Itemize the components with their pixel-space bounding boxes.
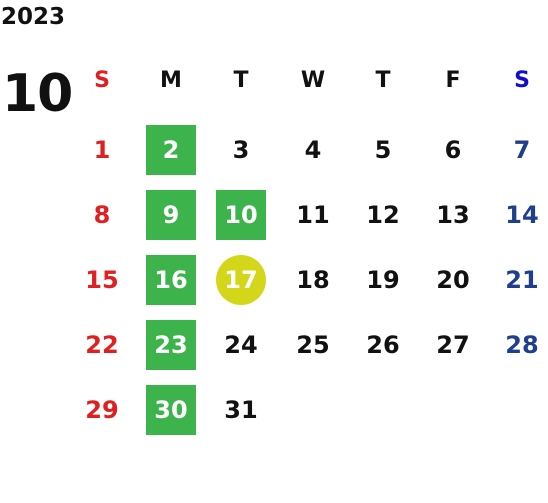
day-cell-29[interactable]: 29 <box>85 396 119 424</box>
day-cell-8[interactable]: 8 <box>93 201 111 229</box>
day-cell-15[interactable]: 15 <box>85 266 119 294</box>
day-cell-12[interactable]: 12 <box>366 201 400 229</box>
day-cell-23[interactable]: 23 <box>146 320 196 370</box>
month-label: 10 <box>2 64 73 124</box>
year-label: 2023 <box>1 4 66 30</box>
day-cell-20[interactable]: 20 <box>436 266 470 294</box>
day-cell-19[interactable]: 19 <box>366 266 400 294</box>
day-cell-14[interactable]: 14 <box>505 201 539 229</box>
weekday-header-wed: W <box>300 68 326 93</box>
day-cell-3[interactable]: 3 <box>232 136 250 164</box>
day-cell-30[interactable]: 30 <box>146 385 196 435</box>
day-cell-11[interactable]: 11 <box>296 201 330 229</box>
weekday-header-sun: S <box>94 68 110 93</box>
day-cell-16[interactable]: 16 <box>146 255 196 305</box>
day-cell-18[interactable]: 18 <box>296 266 330 294</box>
weekday-header-thu: T <box>375 68 391 93</box>
day-cell-7[interactable]: 7 <box>513 136 531 164</box>
day-cell-27[interactable]: 27 <box>436 331 470 359</box>
day-cell-28[interactable]: 28 <box>505 331 539 359</box>
day-cell-9[interactable]: 9 <box>146 190 196 240</box>
day-cell-2[interactable]: 2 <box>146 125 196 175</box>
day-cell-10[interactable]: 10 <box>216 190 266 240</box>
day-cell-5[interactable]: 5 <box>374 136 392 164</box>
weekday-header-fri: F <box>445 68 461 93</box>
day-cell-4[interactable]: 4 <box>304 136 322 164</box>
day-cell-6[interactable]: 6 <box>444 136 462 164</box>
day-cell-24[interactable]: 24 <box>224 331 258 359</box>
day-cell-22[interactable]: 22 <box>85 331 119 359</box>
weekday-header-tue: T <box>233 68 249 93</box>
day-cell-31[interactable]: 31 <box>224 396 258 424</box>
day-cell-13[interactable]: 13 <box>436 201 470 229</box>
day-cell-21[interactable]: 21 <box>505 266 539 294</box>
weekday-header-mon: M <box>160 68 182 93</box>
weekday-header-sat: S <box>514 68 530 93</box>
day-cell-1[interactable]: 1 <box>93 136 111 164</box>
day-cell-25[interactable]: 25 <box>296 331 330 359</box>
day-cell-26[interactable]: 26 <box>366 331 400 359</box>
day-cell-17[interactable]: 17 <box>216 255 266 305</box>
